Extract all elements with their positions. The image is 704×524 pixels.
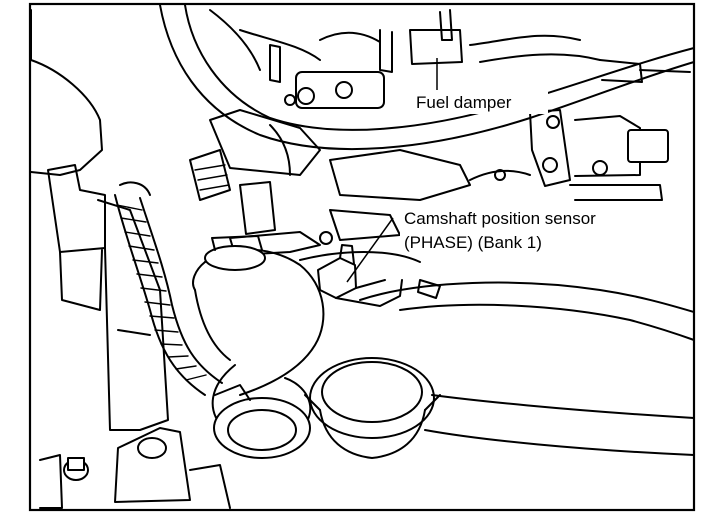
cmp-sensor-label-line2: (PHASE) (Bank 1): [404, 233, 542, 252]
figure-frame: [28, 2, 696, 512]
fuel-damper-label: Fuel damper: [416, 93, 512, 112]
cmp-sensor-leader: [346, 217, 394, 283]
engine-line-art: [30, 4, 695, 509]
cmp-sensor-label-line1: Camshaft position sensor: [404, 209, 596, 228]
